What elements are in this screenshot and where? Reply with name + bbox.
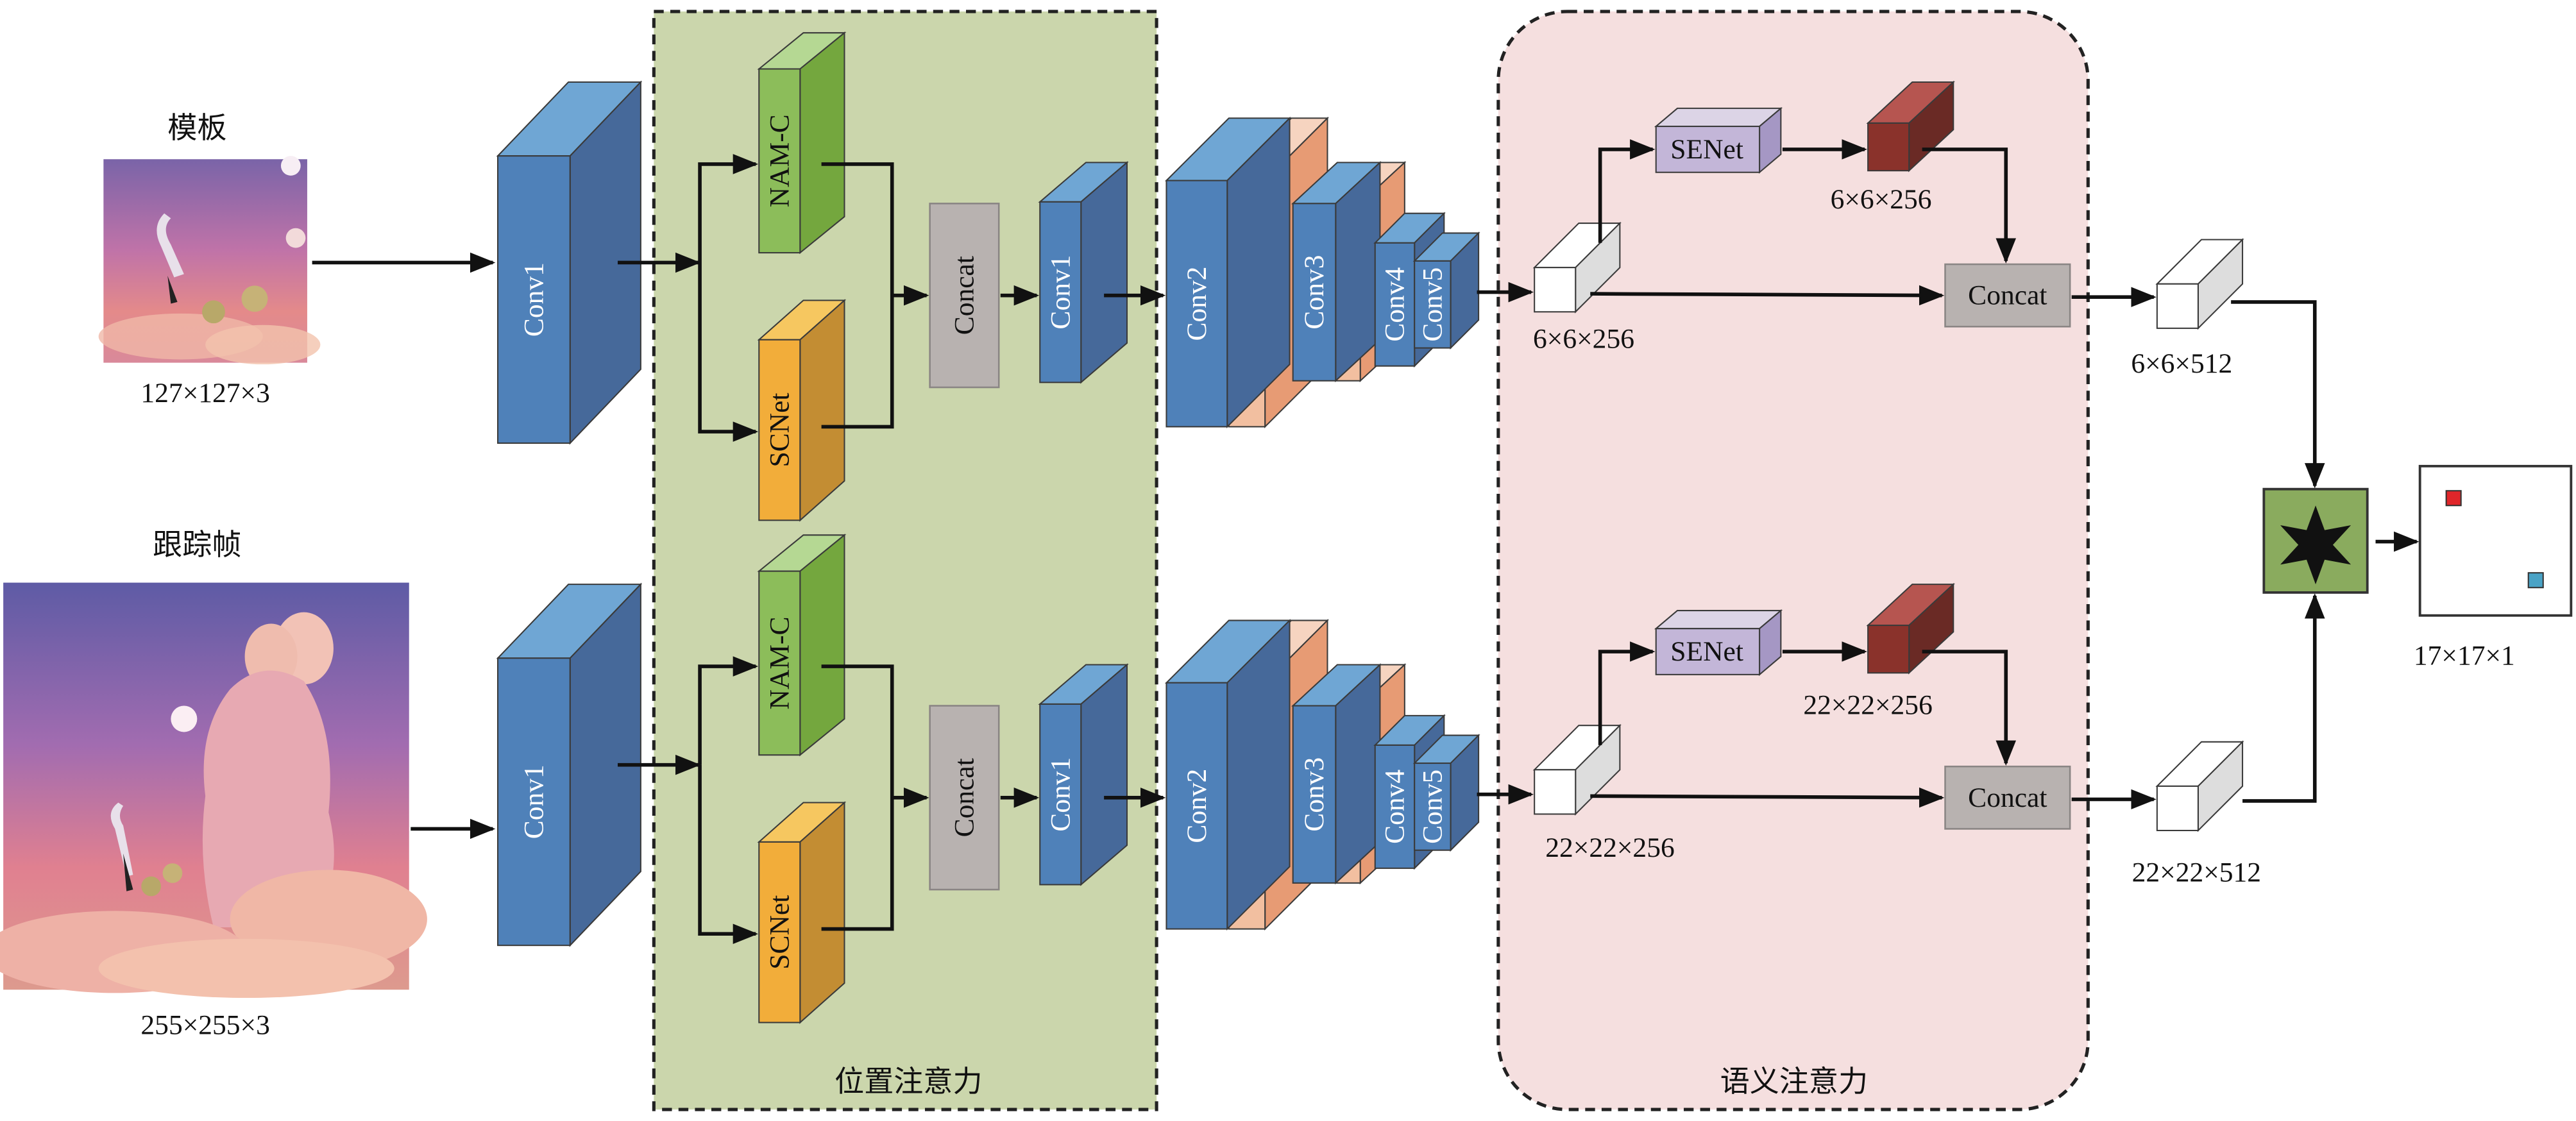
search-branch-conv5-label: Conv5 [1417, 770, 1448, 844]
search-image [0, 582, 427, 999]
template-branch-sa-concat-label: Concat [1968, 280, 2047, 311]
search-branch-scnet-label: SCNet [764, 895, 795, 970]
search-branch-pa-concat-label: Concat [949, 758, 979, 837]
template-branch-out-feature [2155, 238, 2244, 330]
template-branch-pa-concat: Concat [929, 203, 1000, 389]
template-branch-conv1: Conv1 [496, 80, 643, 445]
search-branch-conv3-label: Conv3 [1299, 757, 1330, 832]
template-branch-conv2-label: Conv2 [1182, 266, 1212, 341]
template-branch-pa-conv1-label: Conv1 [1045, 255, 1076, 330]
template-branch-pa-conv1: Conv1 [1038, 161, 1129, 384]
template-branch-se-output [1866, 80, 1955, 173]
template-image [98, 156, 321, 365]
search-branch-edge-to-senet [1598, 641, 1656, 745]
cross-correlation-operator [2262, 487, 2369, 594]
search-branch-sa-concat-label: Concat [1968, 782, 2047, 813]
top-se-size-label: 6×6×256 [1831, 184, 1932, 215]
template-title: 模板 [167, 110, 226, 145]
top-out-size-label: 6×6×512 [2131, 348, 2232, 379]
response-peak-blue [2527, 572, 2544, 589]
template-branch-pa-concat-label: Concat [949, 256, 979, 335]
star-icon [2280, 505, 2351, 585]
template-branch-conv5: Conv5 [1412, 231, 1480, 350]
search-edge-to-xcorr [2242, 593, 2325, 803]
search-branch-sa-concat: Concat [1944, 765, 2071, 830]
template-branch-conv5-label: Conv5 [1417, 267, 1448, 342]
search-branch-conv4-label: Conv4 [1379, 770, 1410, 844]
search-branch-senet: SENet [1654, 609, 1783, 677]
response-peak-red [2445, 490, 2462, 507]
search-branch-pa-conv1-label: Conv1 [1045, 757, 1076, 832]
template-branch-senet-label: SENet [1670, 134, 1743, 165]
search-branch-senet-label: SENet [1670, 636, 1743, 667]
bottom-feature-size-label: 22×22×256 [1545, 832, 1674, 863]
search-branch-edge-split-scnet [698, 764, 759, 945]
template-branch-edge-split-scnet [698, 262, 759, 442]
template-branch-edge-skip-concat [1590, 285, 1945, 306]
search-branch-scnet: SCNet [757, 801, 847, 1024]
search-branch-pa-concat: Concat [929, 705, 1000, 891]
position-attention-label: 位置注意力 [835, 1064, 982, 1099]
template-branch-conv3-label: Conv3 [1299, 255, 1330, 330]
template-edge-to-xcorr [2231, 300, 2325, 489]
response-map: 17×17×1 [2414, 464, 2573, 671]
template-size-label: 127×127×3 [140, 378, 269, 409]
search-branch-pa-conv1: Conv1 [1038, 663, 1129, 886]
search-branch-conv3: Conv3 [1291, 663, 1382, 885]
template-branch-sa-concat: Concat [1944, 263, 2071, 328]
search-branch-conv2: Conv2 [1164, 618, 1292, 931]
search-branch-conv2-label: Conv2 [1182, 769, 1212, 843]
bottom-out-size-label: 22×22×512 [2132, 857, 2261, 888]
search-size-label: 255×255×3 [140, 1009, 269, 1040]
template-branch-senet: SENet [1654, 106, 1783, 174]
template-input: 模板 127×127×3 [98, 110, 321, 409]
bottom-se-size-label: 22×22×256 [1803, 689, 1932, 720]
semantic-attention-panel [1496, 10, 2090, 1111]
search-branch-conv5: Conv5 [1412, 734, 1480, 852]
template-branch-edge-split-nam [698, 154, 759, 263]
search-branch-se-output [1866, 582, 1955, 675]
search-branch-edge-split-nam [698, 656, 759, 765]
top-feature-size-label: 6×6×256 [1533, 324, 1634, 355]
template-branch-nam-c-label: NAM-C [764, 114, 795, 207]
template-branch-scnet-label: SCNet [764, 393, 795, 468]
search-branch-edge-seout-concat [1922, 650, 2017, 766]
semantic-attention-label: 语义注意力 [1720, 1064, 1868, 1099]
template-branch-edge-to-senet [1598, 139, 1656, 243]
template-branch-conv3: Conv3 [1291, 161, 1382, 383]
template-branch-conv1-label: Conv1 [518, 262, 549, 337]
search-branch-conv1: Conv1 [496, 582, 643, 947]
template-branch-edge-seout-concat [1922, 148, 2017, 264]
template-branch-scnet: SCNet [757, 299, 847, 522]
search-branch-conv1-label: Conv1 [518, 764, 549, 839]
template-branch-conv4-label: Conv4 [1379, 267, 1410, 342]
search-branch-out-feature [2155, 740, 2244, 832]
search-title: 跟踪帧 [153, 527, 241, 562]
response-size-label: 17×17×1 [2414, 641, 2515, 671]
template-branch-nam-c: NAM-C [757, 31, 847, 255]
search-branch-nam-c: NAM-C [757, 534, 847, 757]
search-branch-nam-c-label: NAM-C [764, 616, 795, 709]
search-branch-edge-skip-concat [1590, 787, 1945, 808]
template-branch-conv2: Conv2 [1164, 116, 1292, 428]
search-input: 跟踪帧 255×255×3 [0, 527, 427, 1040]
